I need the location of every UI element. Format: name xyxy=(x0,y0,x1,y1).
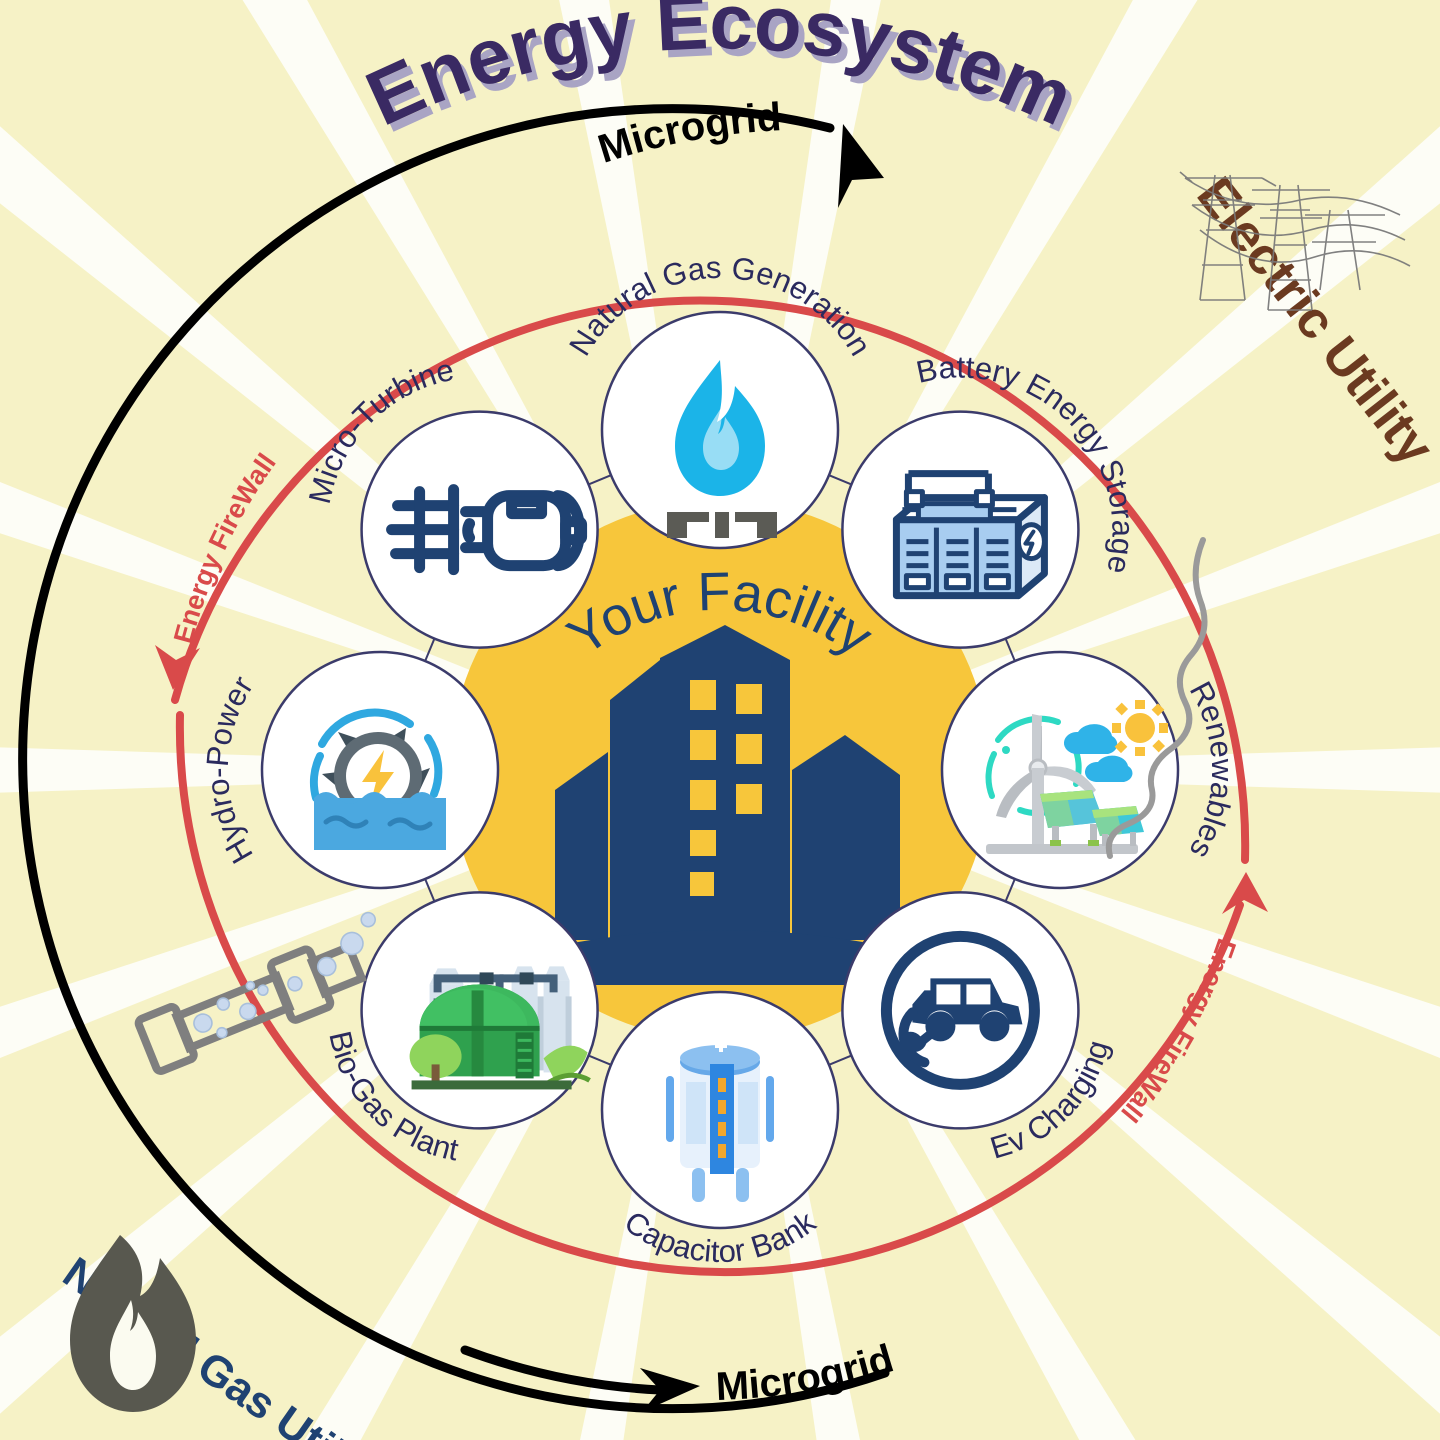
node-micro-turbine[interactable]: Micro-Turbine xyxy=(302,352,599,649)
node-label: Renewables xyxy=(1183,676,1240,865)
water-wheel-icon xyxy=(309,708,446,850)
biogas-digester-icon xyxy=(409,966,591,1090)
ev-car-plug-icon xyxy=(880,930,1040,1090)
gas-flame-burner-icon xyxy=(667,360,777,538)
turbine-generator-icon xyxy=(386,484,588,576)
node-natural-gas-generation[interactable]: Natural Gas Generation xyxy=(562,250,878,550)
battery-container-icon xyxy=(892,470,1048,600)
node-renewables[interactable]: Renewables xyxy=(940,650,1240,890)
node-hydro-power[interactable]: Hydro-Power xyxy=(200,650,500,890)
capacitor-icon xyxy=(666,1040,774,1202)
node-battery-energy-storage[interactable]: Battery Energy Storage xyxy=(841,349,1140,649)
node-capacitor-bank[interactable]: Capacitor Bank xyxy=(600,990,840,1269)
node-label: Hydro-Power xyxy=(200,670,260,870)
node-ev-charging[interactable]: Ev Charging xyxy=(841,891,1116,1166)
node-bio-gas-plant[interactable]: Bio-Gas Plant xyxy=(322,891,599,1168)
node-circle[interactable] xyxy=(360,410,599,649)
